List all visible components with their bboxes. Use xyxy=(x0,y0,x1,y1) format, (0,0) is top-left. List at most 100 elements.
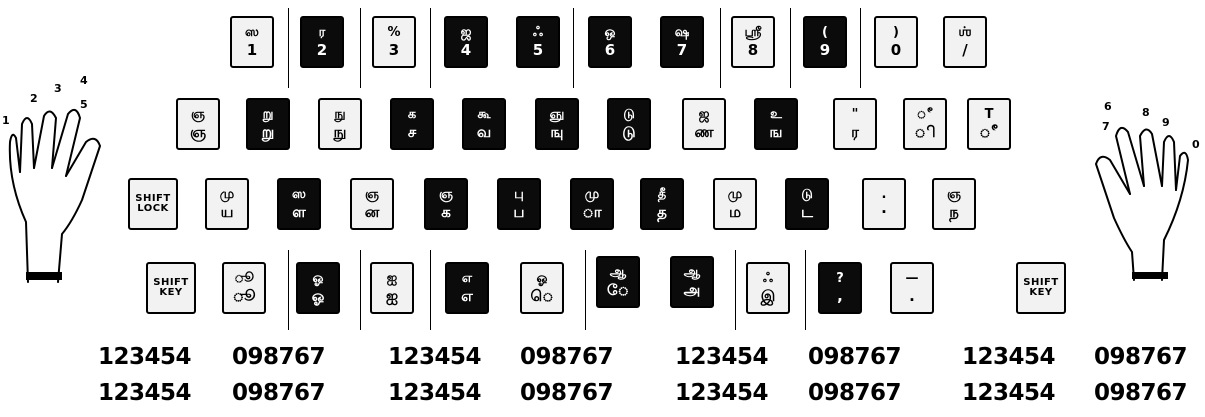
key-base-char: ங xyxy=(769,125,782,140)
key-base-char: ே xyxy=(607,283,629,298)
key-base-char: று xyxy=(262,125,275,140)
key-shift-char: க xyxy=(408,108,416,121)
key-shift-char: ஶ் xyxy=(958,26,971,39)
key-number-row[interactable]: )0 xyxy=(874,16,918,68)
key-number-row[interactable]: ஸ்ரீ8 xyxy=(731,16,775,68)
digit-group: 098767 xyxy=(1094,344,1187,370)
key-shift-char: ூ xyxy=(234,272,254,285)
key-base-char: வ xyxy=(477,125,491,140)
digit-group: 098767 xyxy=(808,380,901,406)
key-home-row[interactable]: தீத xyxy=(640,178,684,230)
shift-lock-key[interactable]: SHIFT LOCK xyxy=(128,178,178,230)
digit-group: 123454 xyxy=(388,380,481,406)
key-shift-char: ர xyxy=(319,26,326,39)
key-home-row[interactable]: முய xyxy=(205,178,249,230)
key-base-char: 7 xyxy=(677,43,687,58)
key-home-row[interactable]: .· xyxy=(862,178,906,230)
shift-key-right[interactable]: SHIFT KEY xyxy=(1016,262,1066,314)
key-shift-char: மு xyxy=(585,188,599,201)
key-base-char: ள xyxy=(292,205,306,220)
key-base-char: 0 xyxy=(891,43,901,58)
key-base-char: அ xyxy=(684,283,701,298)
key-shift-char: உ xyxy=(770,108,782,121)
key-top-row[interactable]: Tீ xyxy=(967,98,1011,150)
key-base-char: , xyxy=(837,289,843,304)
left-finger-label: 1 xyxy=(2,114,10,127)
key-bottom-row[interactable]: —. xyxy=(890,262,934,314)
key-base-char: · xyxy=(881,205,887,220)
key-bottom-row[interactable]: ஓெ xyxy=(520,262,564,314)
key-shift-char: எ xyxy=(462,272,472,285)
key-home-row[interactable]: மும xyxy=(713,178,757,230)
key-top-row[interactable]: றுறு xyxy=(246,98,290,150)
digit-group: 098767 xyxy=(232,344,325,370)
key-number-row[interactable]: %3 xyxy=(372,16,416,68)
key-shift-char: . xyxy=(882,188,887,201)
key-home-row[interactable]: டுட xyxy=(785,178,829,230)
key-shift-char: " xyxy=(852,108,859,121)
finger-line xyxy=(430,250,431,330)
key-top-row[interactable]: "ர xyxy=(833,98,877,150)
key-top-row[interactable]: கூ வ xyxy=(462,98,506,150)
key-shift-char: பு xyxy=(514,188,524,201)
key-home-row[interactable]: முா xyxy=(570,178,614,230)
key-shift-char: கூ xyxy=(477,108,490,121)
key-top-row[interactable]: நுநு xyxy=(318,98,362,150)
finger-line xyxy=(585,250,586,330)
shift-key-left[interactable]: SHIFT KEY xyxy=(146,262,196,314)
key-shift-char: ஃ xyxy=(763,272,773,285)
key-shift-char: ஸ்ரீ xyxy=(745,26,762,39)
key-shift-char: ) xyxy=(893,26,899,39)
right-finger-label: 7 xyxy=(1102,120,1110,133)
key-base-char: ச xyxy=(408,125,416,140)
key-base-char: த xyxy=(657,205,667,220)
finger-line xyxy=(360,250,361,330)
key-base-char: ட xyxy=(801,205,813,220)
key-bottom-row[interactable]: ?, xyxy=(818,262,862,314)
digit-group: 098767 xyxy=(520,344,613,370)
key-base-char: க xyxy=(441,205,451,220)
key-top-row[interactable]: டுடு xyxy=(607,98,651,150)
shift-key-left-line2: KEY xyxy=(159,288,182,298)
key-home-row[interactable]: புப xyxy=(497,178,541,230)
key-bottom-row[interactable]: ூூ xyxy=(222,262,266,314)
key-shift-char: ஆ xyxy=(684,266,700,279)
key-number-row[interactable]: ஶ்/ xyxy=(943,16,987,68)
left-finger-label: 5 xyxy=(80,98,88,111)
key-bottom-row[interactable]: ஆே xyxy=(596,256,640,308)
key-top-row[interactable]: ீி xyxy=(903,98,947,150)
key-base-char: ா xyxy=(582,205,601,220)
key-shift-char: — xyxy=(906,272,919,285)
key-shift-char: ஐ xyxy=(387,272,397,285)
key-top-row[interactable]: ஞுஙு xyxy=(535,98,579,150)
digit-group: 098767 xyxy=(520,380,613,406)
key-base-char: 2 xyxy=(317,43,327,58)
right-hand-icon: 6 7 8 9 0 xyxy=(1092,90,1202,310)
finger-line xyxy=(288,250,289,330)
key-number-row[interactable]: (9 xyxy=(803,16,847,68)
digit-group: 123454 xyxy=(98,380,191,406)
key-base-char: ந xyxy=(949,205,959,220)
finger-line xyxy=(360,8,361,88)
digit-group: 123454 xyxy=(675,344,768,370)
finger-line xyxy=(860,8,861,88)
